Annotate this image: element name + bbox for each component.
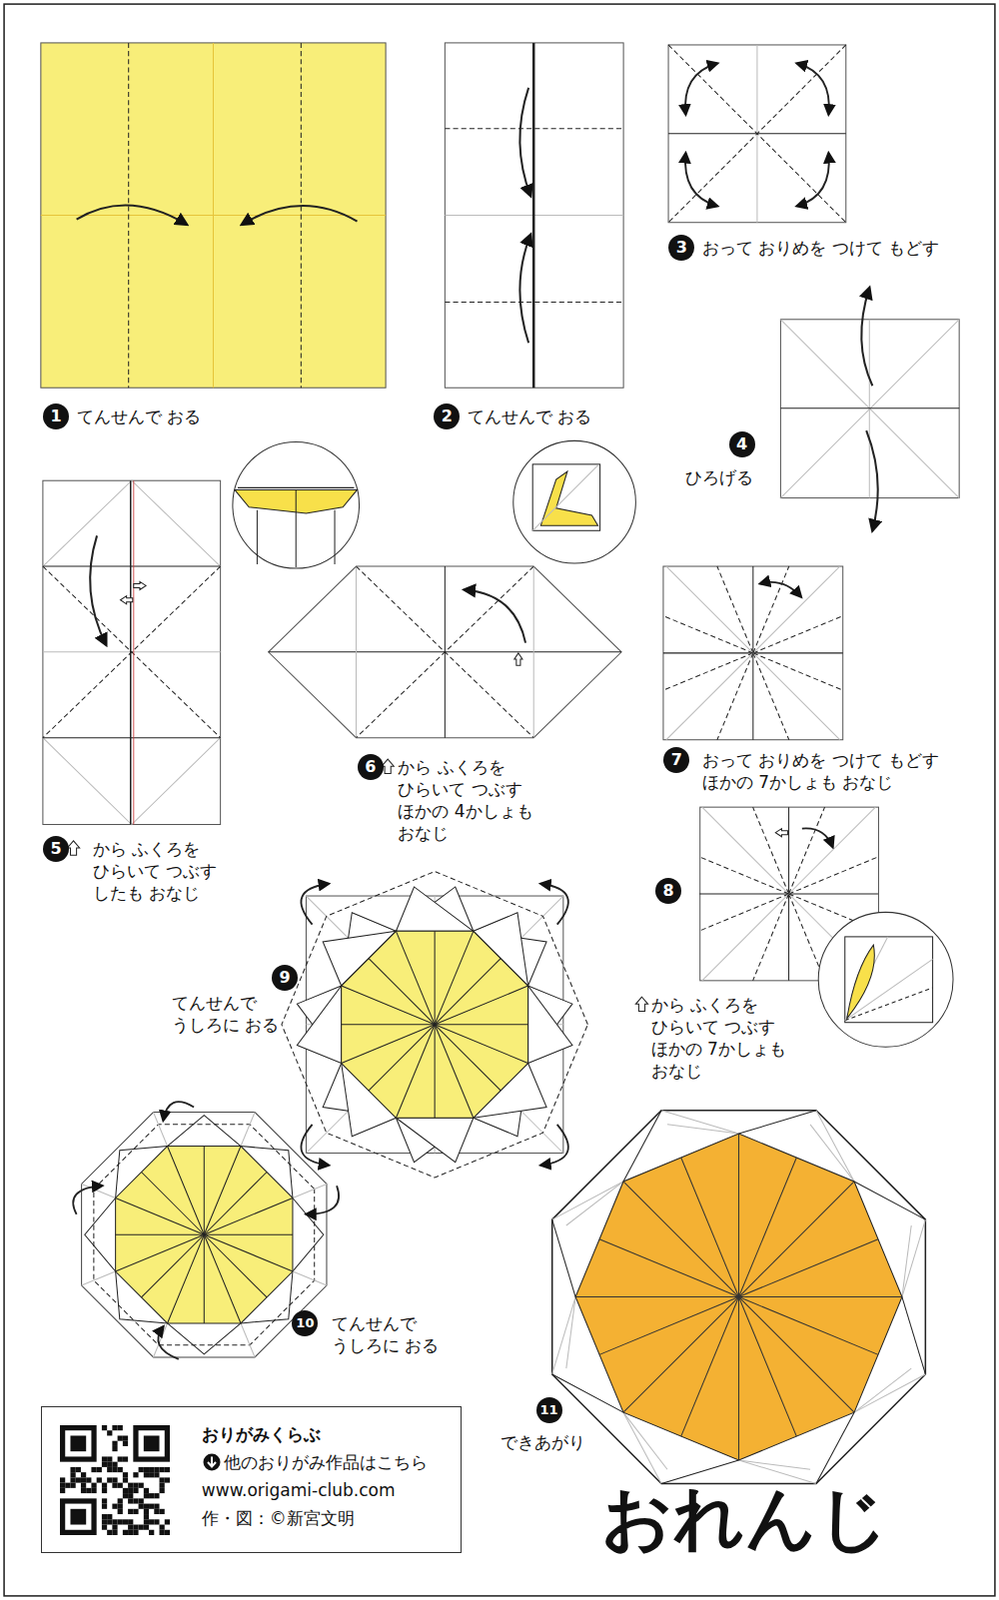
step-number: 3 <box>668 234 695 261</box>
step-number: 1 <box>42 403 69 430</box>
credit-text: 作・図：©新宮文明 <box>201 1507 355 1530</box>
title: おれんじ <box>601 1478 890 1559</box>
step-number: 11 <box>536 1397 563 1424</box>
step-number: 4 <box>729 431 756 458</box>
step-number: 9 <box>271 965 298 992</box>
step-caption: てんせんで おる <box>467 405 592 428</box>
step-caption: てんせんで うしろに おる <box>171 992 297 1036</box>
step-number: 8 <box>655 878 682 905</box>
step-caption: から ふくろを ひらいて つぶす したも おなじ <box>92 838 233 905</box>
step-caption: から ふくろを ひらいて つぶす ほかの 4かしょも おなじ <box>397 756 538 845</box>
step-caption: できあがり <box>500 1431 586 1454</box>
credit-text: www.origami-club.com <box>201 1479 396 1502</box>
step-caption: ひろげる <box>685 466 754 489</box>
step-number: 2 <box>433 403 460 430</box>
credit-box: おりがみくらぶ他のおりがみ作品はこちら www.origami-club.com 作… <box>40 1406 462 1554</box>
credit-text: 他のおりがみ作品はこちら <box>223 1451 428 1474</box>
step-number: 5 <box>42 836 69 863</box>
step-caption: おって おりめを つけて もどす <box>702 236 940 259</box>
step-number: 7 <box>663 747 690 774</box>
step-caption: から ふくろを ひらいて つぶす ほかの 7かしょも おなじ <box>651 994 792 1082</box>
step-number: 10 <box>291 1310 318 1337</box>
step-caption: おって おりめを つけて もどす ほかの 7かしょも おなじ <box>702 749 948 794</box>
step-number: 6 <box>357 754 384 781</box>
qr-code <box>59 1425 170 1536</box>
step-caption: てんせんで うしろに おる <box>331 1312 457 1357</box>
step-caption: てんせんで おる <box>76 405 201 428</box>
club-name: おりがみくらぶ <box>201 1423 321 1446</box>
down-arrow-icon <box>202 1453 221 1472</box>
